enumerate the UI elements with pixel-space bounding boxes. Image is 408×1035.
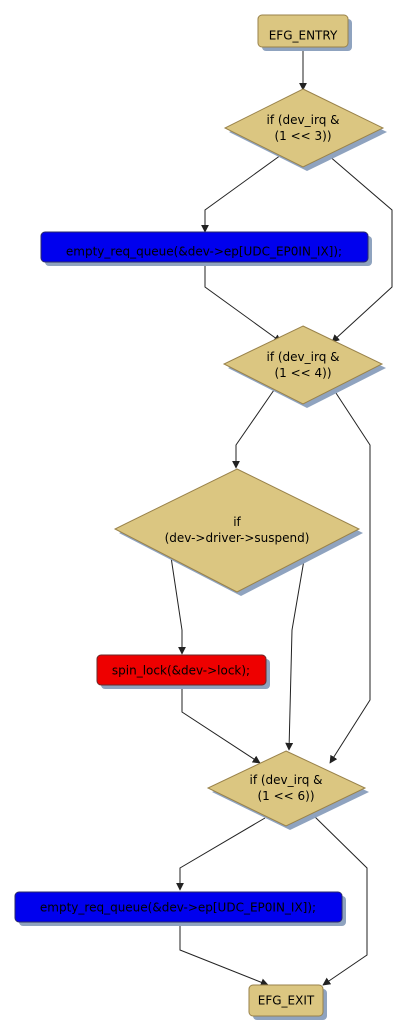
decision-node-2: if (dev_irq & (1 << 4)) <box>222 325 386 408</box>
entry-node: EFG_ENTRY <box>257 14 352 51</box>
edge-cond1-true <box>201 154 282 233</box>
decision-3-line-2: (dev->driver->suspend) <box>165 531 310 545</box>
decision-1-line-1: if (dev_irq & <box>266 113 339 127</box>
decision-node-1: if (dev_irq & (1 << 3)) <box>223 88 387 171</box>
edge-cond4-true <box>176 817 266 891</box>
edge-cond1-false <box>327 154 393 343</box>
decision-4-line-2: (1 << 6)) <box>257 789 314 803</box>
edge-cond3-false <box>285 559 305 751</box>
decision-node-4: if (dev_irq & (1 << 6)) <box>206 750 369 830</box>
action-3-label: empty_req_queue(&dev->ep[UDC_EP0IN_IX]); <box>40 901 316 915</box>
decision-2-line-1: if (dev_irq & <box>266 350 339 364</box>
edge-cond3-true <box>170 556 186 655</box>
entry-label: EFG_ENTRY <box>269 29 338 43</box>
decision-node-3: if (dev->driver->suspend) <box>113 468 363 596</box>
edge-cond4-false <box>312 814 368 986</box>
decision-1-line-2: (1 << 3)) <box>274 129 331 143</box>
exit-node: EFG_EXIT <box>248 984 327 1020</box>
action-node-1: empty_req_queue(&dev->ep[UDC_EP0IN_IX]); <box>40 231 372 266</box>
edge-action3-to-exit <box>179 922 269 987</box>
edge-cond2-false <box>329 389 371 764</box>
decision-3-line-1: if <box>233 515 241 529</box>
decision-4-line-1: if (dev_irq & <box>249 773 322 787</box>
edge-action1-to-cond2 <box>204 264 282 343</box>
edge-action2-to-cond4 <box>181 686 261 764</box>
action-node-3: empty_req_queue(&dev->ep[UDC_EP0IN_IX]); <box>14 891 346 926</box>
action-1-label: empty_req_queue(&dev->ep[UDC_EP0IN_IX]); <box>66 245 342 259</box>
edge-cond2-true <box>232 389 275 469</box>
action-2-label: spin_lock(&dev->lock); <box>112 664 250 678</box>
exit-label: EFG_EXIT <box>258 994 315 1008</box>
decision-2-line-2: (1 << 4)) <box>274 366 331 380</box>
action-node-2: spin_lock(&dev->lock); <box>96 654 270 689</box>
